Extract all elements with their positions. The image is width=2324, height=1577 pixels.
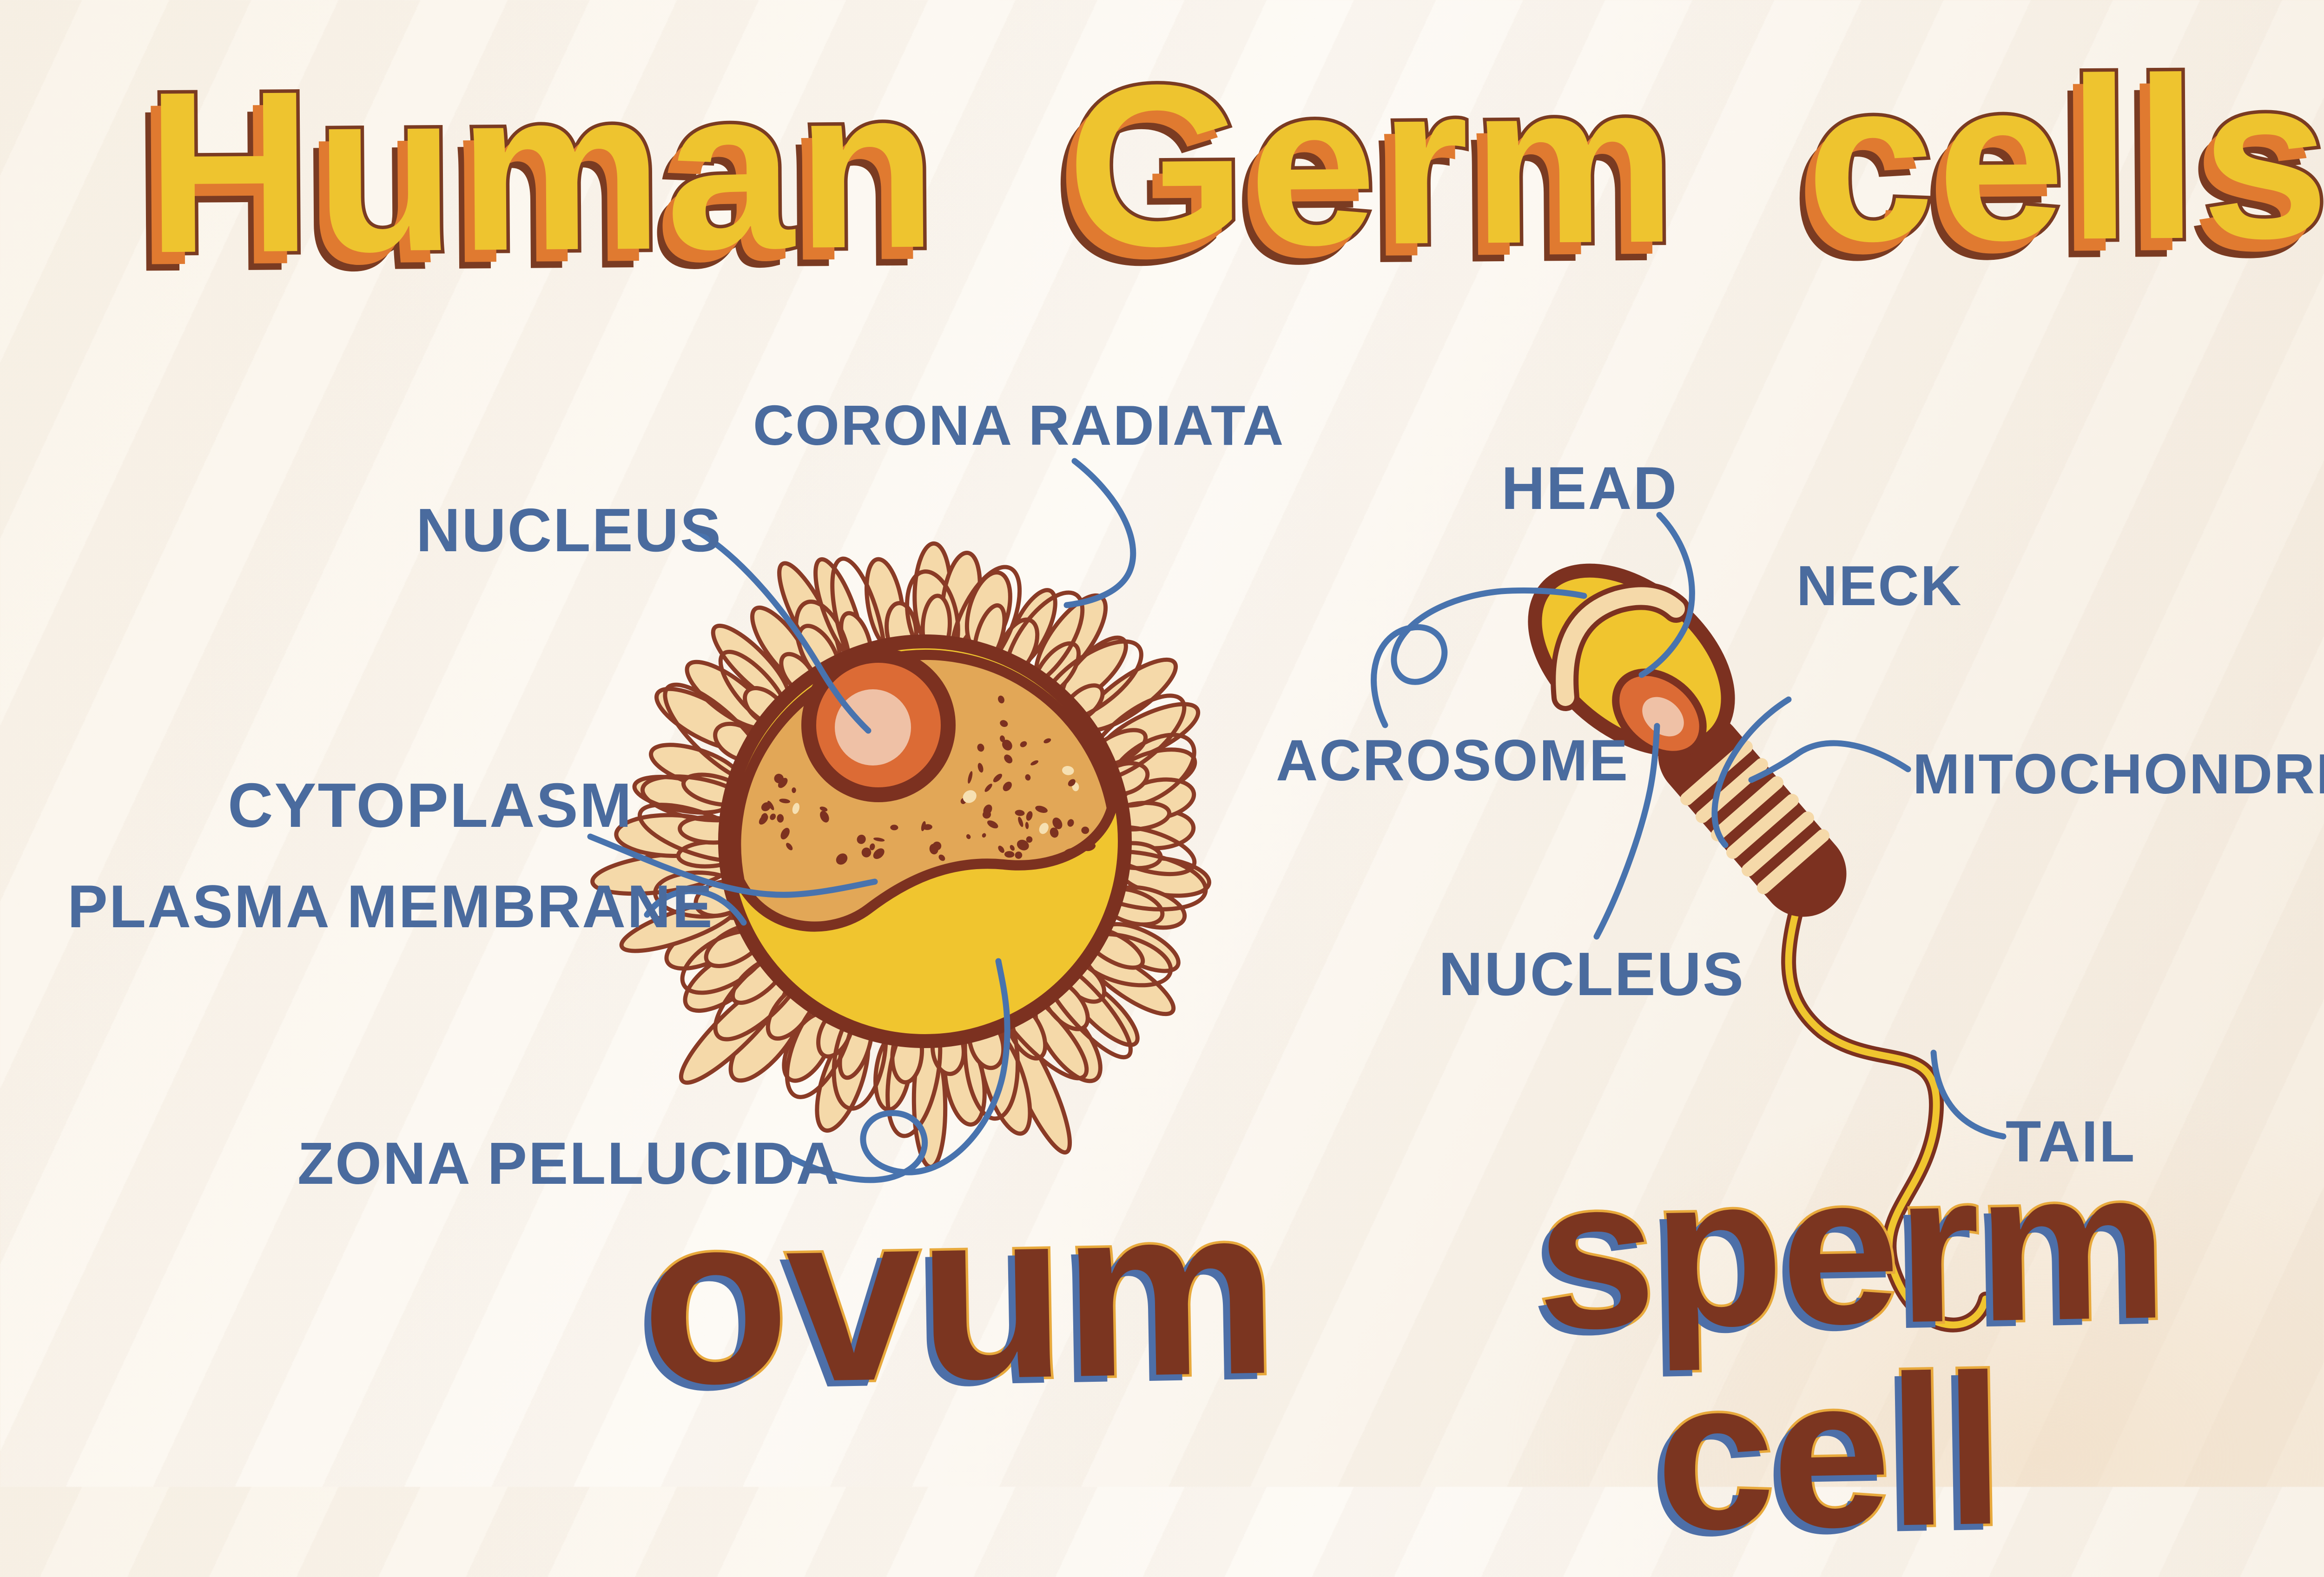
label-head: HEAD (1501, 454, 1678, 522)
caption-sperm-cell: sperm cell (1532, 1122, 2169, 1577)
leader-ovum-nucleus (690, 526, 872, 734)
caption-sperm-line1: sperm (1532, 1122, 2169, 1376)
acrosome (1556, 587, 1685, 706)
leader-plasma-membrane (644, 888, 747, 926)
label-cytoplasm: CYTOPLASM (228, 770, 634, 840)
leader-zona-pellucida (787, 958, 1010, 1183)
sperm-nucleus-core (1642, 697, 1684, 737)
label-neck: NECK (1796, 554, 1963, 617)
leader-neck (1711, 696, 1792, 848)
leader-sperm-nucleus (1593, 723, 1660, 940)
label-mitochondrion: MITOCHONDRION (1913, 742, 2324, 805)
label-corona-radiata: CORONA RADIATA (753, 394, 1285, 457)
label-sperm-nucleus: NUCLEUS (1439, 940, 1745, 1008)
caption-ovum: ovum (637, 1152, 1280, 1438)
label-tail: TAIL (2006, 1109, 2136, 1174)
ovum-nucleolus (835, 689, 911, 765)
ovum-figure (590, 541, 1211, 1169)
sperm-tail-core (1785, 872, 1989, 1329)
leader-acrosome (1371, 587, 1587, 728)
label-acrosome: ACROSOME (1276, 728, 1630, 793)
cytoplasm-speckles (759, 695, 1096, 865)
leader-head (1638, 512, 1695, 678)
label-ovum-nucleus: NUCLEUS (416, 496, 723, 564)
leader-lines (587, 458, 2007, 1183)
diagram-canvas (587, 458, 2007, 1333)
label-plasma-membrane: PLASMA MEMBRANE (67, 872, 714, 940)
leader-corona-radiata (1063, 458, 1136, 608)
leader-tail (1930, 1049, 2007, 1140)
label-zona-pellucida: ZONA PELLUCIDA (297, 1130, 840, 1197)
leader-mitochondrion (1748, 740, 1911, 783)
leader-cytoplasm (587, 833, 878, 898)
sperm-figure (1528, 563, 1993, 1333)
caption-sperm-line2: cell (1651, 1328, 2006, 1577)
